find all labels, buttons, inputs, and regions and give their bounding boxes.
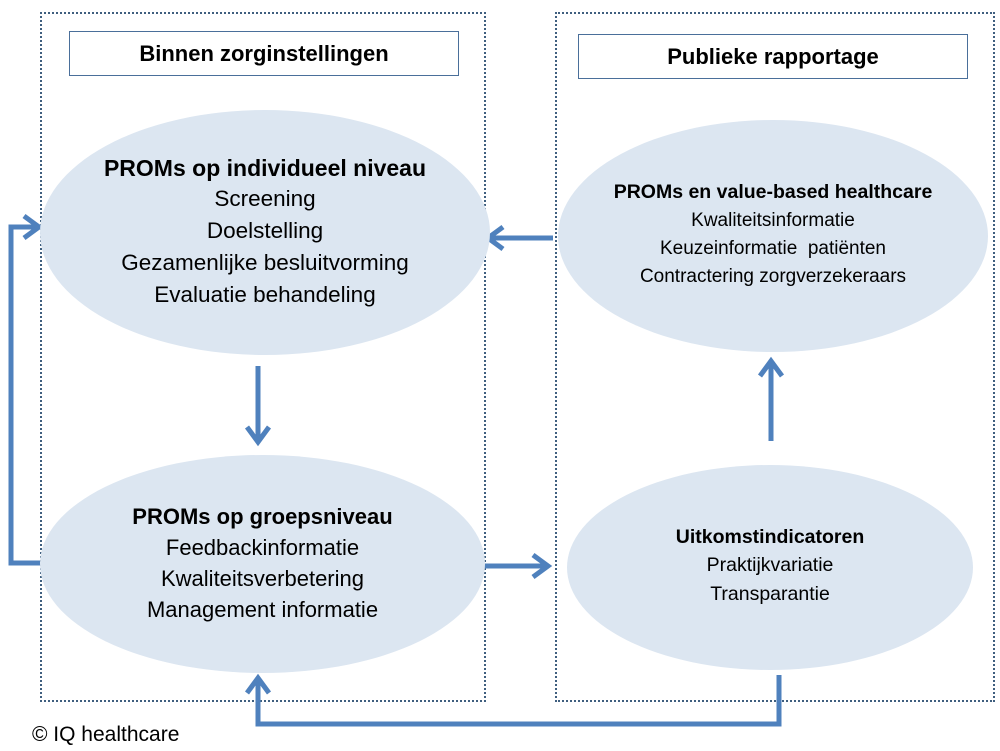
node-title: PROMs en value-based healthcare <box>613 181 933 203</box>
arrowhead-right <box>531 552 553 580</box>
node-line: Screening <box>214 185 316 211</box>
node-line: Gezamenlijke besluitvorming <box>121 249 409 275</box>
arrowhead-loop-up <box>244 673 272 695</box>
arrow-group-to-individual-loop <box>8 224 40 566</box>
node-title: PROMs op groepsniveau <box>132 503 393 529</box>
panel-public-reporting <box>555 12 995 702</box>
node-line: Contractering zorgverzekeraars <box>639 266 907 287</box>
node-line: Doelstelling <box>206 217 324 243</box>
arrowhead-down <box>244 425 272 447</box>
right-panel-header: Publieke rapportage <box>578 34 968 79</box>
node-outcome-indicators: Uitkomstindicatoren Praktijkvariatie Tra… <box>567 465 973 670</box>
node-line: Keuzeinformatie patiënten <box>659 238 887 259</box>
node-group-level: PROMs op groepsniveau Feedbackinformatie… <box>40 455 485 673</box>
node-individual-level: PROMs op individueel niveau Screening Do… <box>40 110 490 355</box>
node-title: PROMs op individueel niveau <box>103 154 427 181</box>
node-value-based-healthcare: PROMs en value-based healthcare Kwalitei… <box>558 120 988 352</box>
left-panel-header: Binnen zorginstellingen <box>69 31 459 76</box>
arrowhead-up <box>757 356 785 378</box>
copyright-text: © IQ healthcare <box>32 723 180 746</box>
node-line: Kwaliteitsverbetering <box>161 565 364 591</box>
node-line: Kwaliteitsinformatie <box>691 210 855 231</box>
node-line: Feedbackinformatie <box>165 534 360 560</box>
node-line: Management informatie <box>146 596 379 622</box>
node-line: Transparantie <box>710 583 830 605</box>
node-line: Praktijkvariatie <box>706 554 834 576</box>
panel-within-institutions <box>40 12 486 702</box>
node-title: Uitkomstindicatoren <box>675 526 865 548</box>
arrowhead-loop-right <box>22 213 44 241</box>
node-line: Evaluatie behandeling <box>154 281 376 307</box>
arrow-outcome-to-group-loop <box>255 675 782 727</box>
